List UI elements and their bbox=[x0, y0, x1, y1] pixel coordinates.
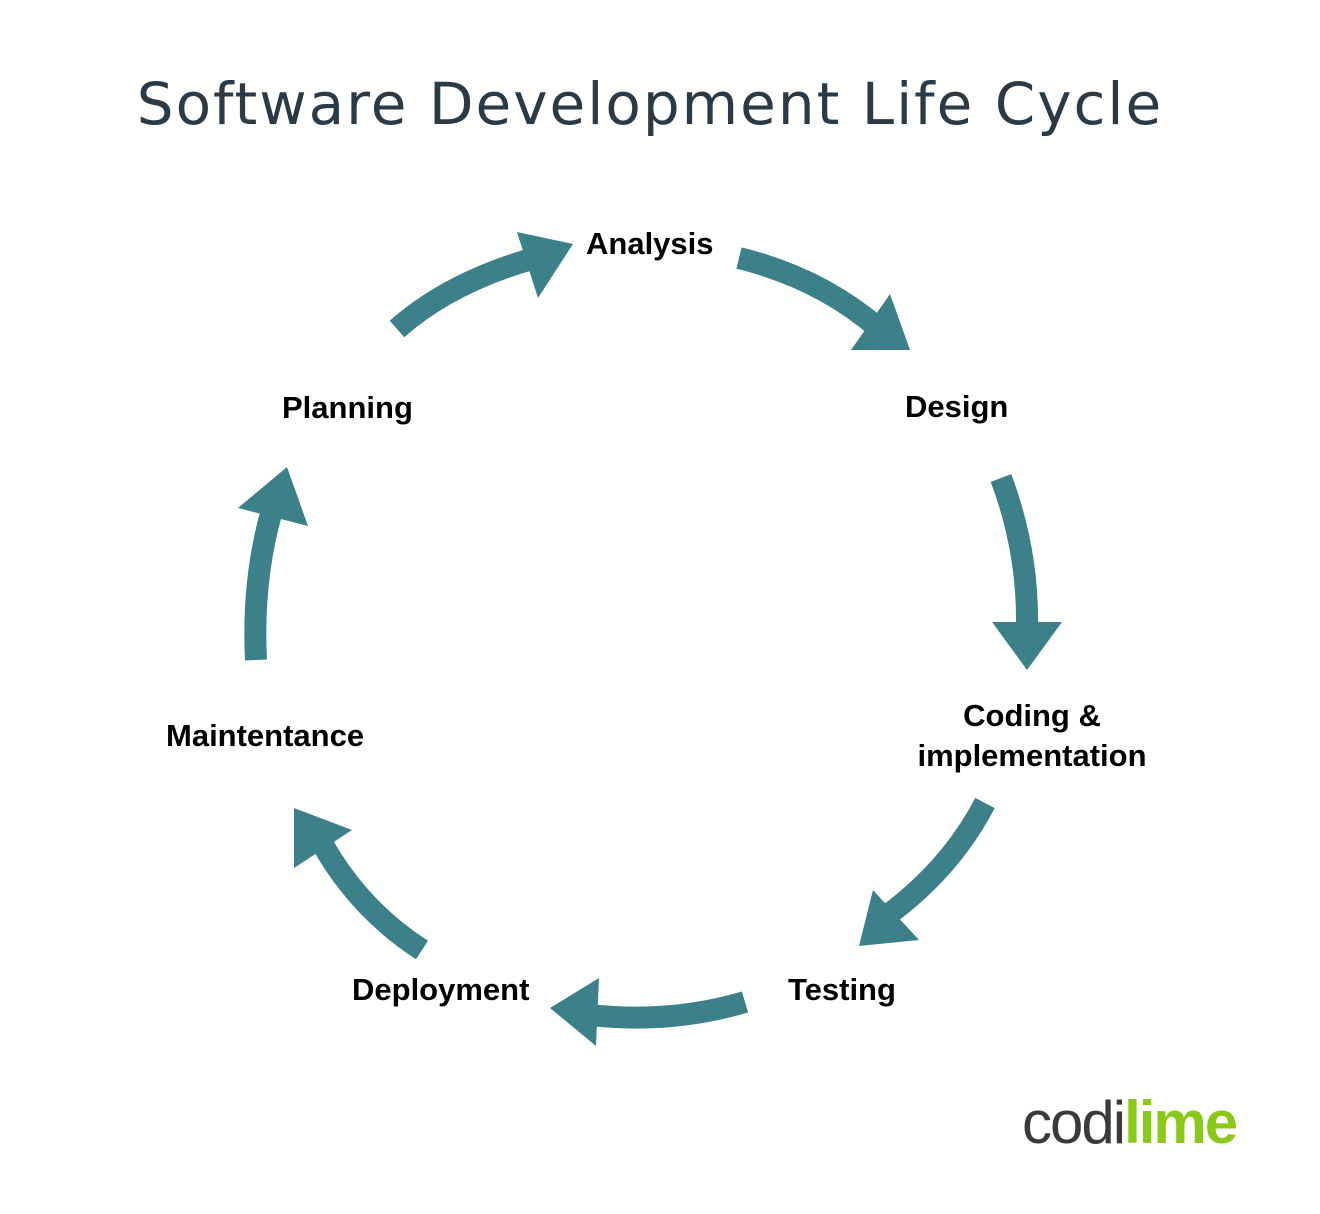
arrow-planning-to-analysis bbox=[389, 247, 538, 338]
arrow-coding-to-testing bbox=[878, 797, 995, 926]
arrow-analysis-to-design bbox=[736, 247, 886, 337]
arrow-head-analysis-to-design bbox=[851, 294, 910, 350]
stage-maintenance: Maintentance bbox=[166, 718, 365, 753]
arrow-head-coding-to-testing bbox=[859, 890, 919, 946]
arrow-deployment-to-maintenance bbox=[313, 839, 429, 960]
stage-analysis: Analysis bbox=[586, 226, 714, 261]
stage-planning: Planning bbox=[282, 390, 413, 425]
codilime-logo: codilime bbox=[1022, 1088, 1238, 1158]
arrow-head-design-to-coding bbox=[992, 622, 1062, 670]
logo-text-dark: codi bbox=[1022, 1089, 1126, 1156]
stage-design: Design bbox=[905, 389, 1009, 424]
stage-deployment: Deployment bbox=[352, 972, 530, 1007]
logo-text-green: lime bbox=[1124, 1089, 1238, 1156]
arrow-testing-to-deployment bbox=[588, 991, 749, 1029]
arrow-head-maintenance-to-planning bbox=[238, 467, 308, 526]
stage-testing: Testing bbox=[788, 972, 896, 1007]
arrow-head-deployment-to-maintenance bbox=[294, 808, 352, 868]
diagram-title: Software Development Life Cycle bbox=[136, 70, 1164, 138]
arrow-maintenance-to-planning bbox=[244, 506, 283, 661]
arrow-head-planning-to-analysis bbox=[517, 232, 573, 298]
arrow-design-to-coding bbox=[990, 474, 1039, 626]
cycle-arrows bbox=[238, 232, 1062, 1046]
arrow-head-testing-to-deployment bbox=[550, 978, 599, 1046]
stage-coding-implementation: Coding & implementation bbox=[917, 698, 1147, 773]
